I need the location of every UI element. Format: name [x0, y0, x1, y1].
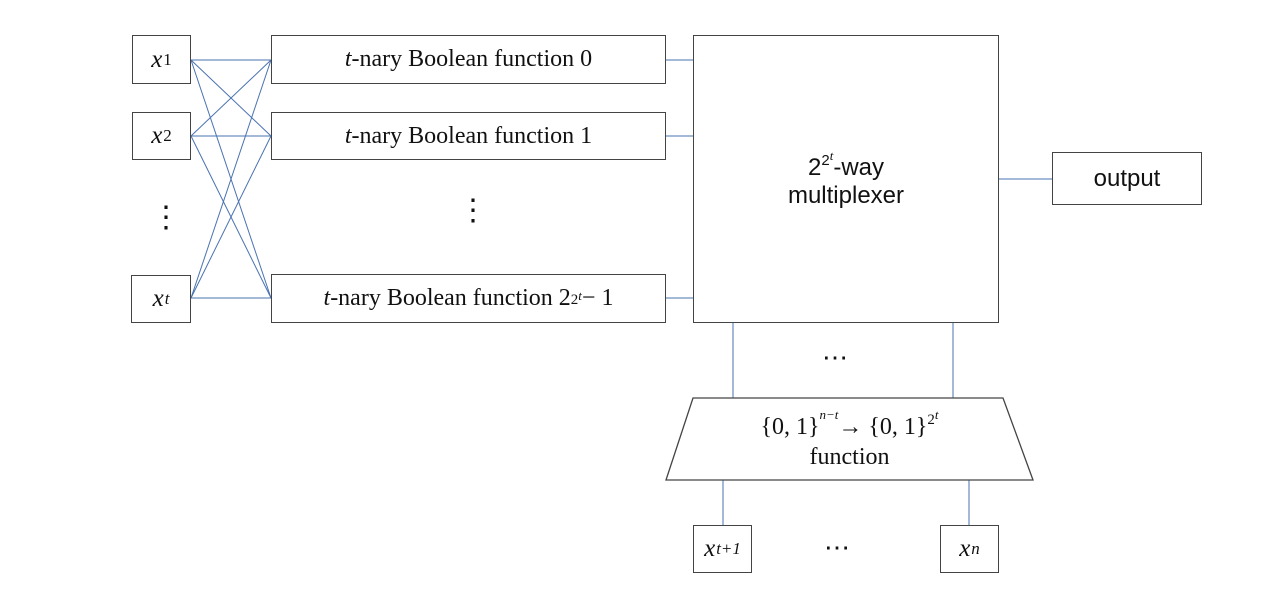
mux-sup-base: 2 [821, 151, 830, 169]
inputs-ellipsis: ⋮ [151, 201, 181, 234]
functions-ellipsis: ⋮ [458, 194, 488, 227]
wire [190, 59, 272, 299]
boolean-function-0: t-nary Boolean function 0 [271, 35, 666, 84]
multiplexer-line1: 22t-way [808, 147, 884, 182]
input-var: x [151, 45, 163, 73]
function-prefix: t [344, 122, 352, 149]
function-sup-base: 2 [570, 292, 579, 308]
mux-sup-exp: t [829, 147, 834, 163]
input-var: x [152, 285, 164, 312]
wire [190, 135, 272, 299]
input-sub: t [164, 289, 170, 308]
function-label: -nary Boolean function 1 [351, 122, 593, 149]
selector-exp1: n−t [819, 406, 839, 422]
selector-function: {0, 1}n−t→ {0, 1}2t function [666, 398, 1033, 480]
multiplexer: 22t-way multiplexer [693, 35, 999, 323]
multiplexer-line2: multiplexer [787, 181, 905, 209]
selector-line2: function [809, 443, 890, 470]
input-sub: 2 [163, 126, 172, 145]
input-var: x [151, 122, 163, 149]
input-sub: t+1 [716, 539, 741, 558]
function-prefix: t [344, 46, 352, 72]
mux-base: 2 [808, 153, 822, 181]
bottom-ellipsis: ⋯ [824, 533, 853, 562]
selector-exp2-exp: t [934, 406, 939, 422]
function-sup-exp: t [578, 288, 582, 303]
input-var: x [959, 535, 971, 562]
function-suffix: − 1 [581, 285, 614, 311]
selector-line1: {0, 1}n−t→ {0, 1}2t [760, 407, 938, 442]
boolean-function-1: t-nary Boolean function 1 [271, 112, 666, 160]
selector-exp2-base: 2 [927, 411, 935, 428]
selector-arrow: → {0, 1} [838, 413, 928, 440]
output-label: output [1093, 164, 1161, 192]
wire [190, 59, 272, 137]
function-label: -nary Boolean function 2 [330, 285, 571, 311]
selector-domain: {0, 1} [760, 413, 820, 440]
input-sub: 1 [163, 49, 172, 69]
mux-ellipsis: ⋯ [822, 343, 851, 372]
function-prefix: t [323, 285, 331, 311]
input-sub: n [971, 539, 980, 558]
selector-trapezoid [665, 397, 1034, 481]
output-box: output [1052, 152, 1202, 205]
mux-suffix: -way [833, 153, 884, 181]
function-label: -nary Boolean function 0 [351, 46, 593, 72]
input-var: x [704, 535, 716, 562]
